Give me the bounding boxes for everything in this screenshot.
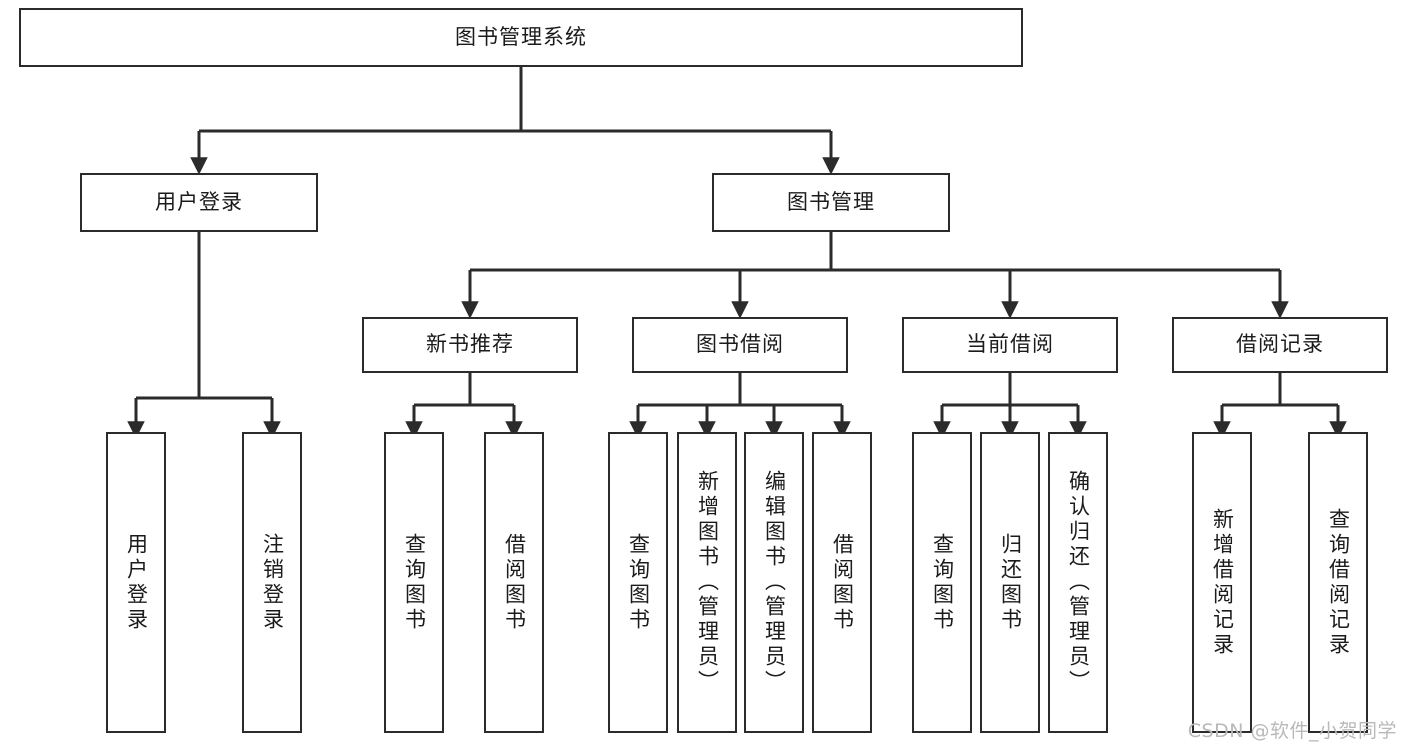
leaf-record-add-record[interactable]: 新增借阅记录 <box>1192 432 1252 733</box>
leaf-new-book-query[interactable]: 查询图书 <box>384 432 444 733</box>
node-root-book-management-system[interactable]: 图书管理系统 <box>19 8 1023 67</box>
node-label: 确认归还（管理员） <box>1066 470 1091 695</box>
node-current-borrow[interactable]: 当前借阅 <box>902 317 1118 373</box>
node-label: 当前借阅 <box>966 332 1054 357</box>
node-borrow-record[interactable]: 借阅记录 <box>1172 317 1388 373</box>
leaf-current-confirm-return-admin[interactable]: 确认归还（管理员） <box>1048 432 1108 733</box>
leaf-current-query-book[interactable]: 查询图书 <box>912 432 972 733</box>
node-book-management[interactable]: 图书管理 <box>712 173 950 232</box>
node-label: 查询图书 <box>626 532 651 633</box>
node-label: 查询图书 <box>402 532 427 633</box>
node-label: 图书管理 <box>787 189 875 214</box>
leaf-borrow-edit-book-admin[interactable]: 编辑图书（管理员） <box>744 432 804 733</box>
node-label: 新书推荐 <box>426 332 514 357</box>
leaf-user-login-logout[interactable]: 注销登录 <box>242 432 302 733</box>
node-new-book-recommend[interactable]: 新书推荐 <box>362 317 578 373</box>
node-label: 归还图书 <box>998 532 1023 633</box>
node-label: 注销登录 <box>260 532 285 633</box>
node-label: 查询图书 <box>930 532 955 633</box>
node-label: 借阅记录 <box>1236 332 1324 357</box>
node-label: 新增图书（管理员） <box>695 470 720 695</box>
node-label: 查询借阅记录 <box>1326 507 1351 658</box>
node-label: 图书管理系统 <box>455 24 587 49</box>
node-label: 借阅图书 <box>502 532 527 633</box>
leaf-new-book-borrow[interactable]: 借阅图书 <box>484 432 544 733</box>
leaf-user-login-login[interactable]: 用户登录 <box>106 432 166 733</box>
node-label: 用户登录 <box>155 189 243 214</box>
node-label: 编辑图书（管理员） <box>762 470 787 695</box>
leaf-current-return-book[interactable]: 归还图书 <box>980 432 1040 733</box>
node-label: 图书借阅 <box>696 332 784 357</box>
node-label: 借阅图书 <box>830 532 855 633</box>
leaf-record-query-record[interactable]: 查询借阅记录 <box>1308 432 1368 733</box>
watermark: CSDN @软件_小贺同学 <box>1187 720 1397 742</box>
node-label: 新增借阅记录 <box>1210 507 1235 658</box>
leaf-borrow-borrow-book[interactable]: 借阅图书 <box>812 432 872 733</box>
node-label: 用户登录 <box>124 532 149 633</box>
leaf-borrow-query-book[interactable]: 查询图书 <box>608 432 668 733</box>
node-book-borrow[interactable]: 图书借阅 <box>632 317 848 373</box>
node-user-login[interactable]: 用户登录 <box>80 173 318 232</box>
leaf-borrow-add-book-admin[interactable]: 新增图书（管理员） <box>677 432 737 733</box>
